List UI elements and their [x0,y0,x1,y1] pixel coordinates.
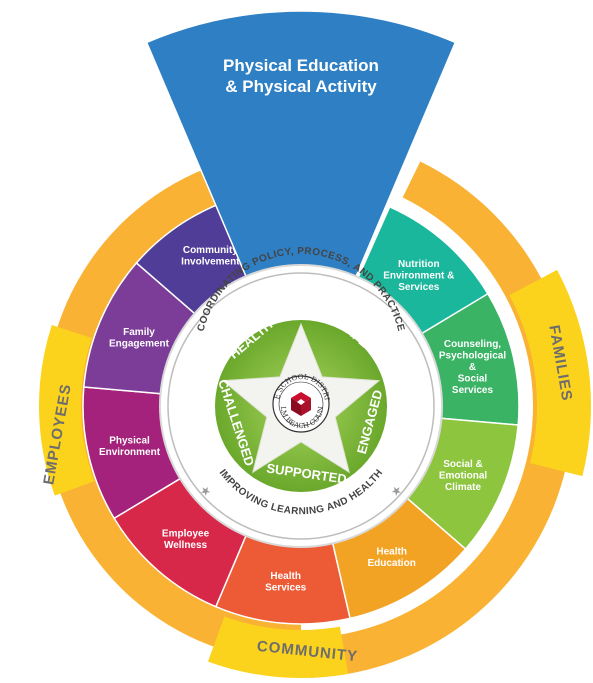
school-logo-icon [291,392,311,416]
community-tab [207,616,349,678]
outer-ring [45,157,573,678]
outer-tabs [38,269,591,678]
outer-band-left [45,157,301,662]
outer-band-right [309,161,573,678]
families-tab [509,269,591,477]
pe-label: Physical Education& Physical Activity [223,56,379,96]
employees-tab [38,325,95,496]
